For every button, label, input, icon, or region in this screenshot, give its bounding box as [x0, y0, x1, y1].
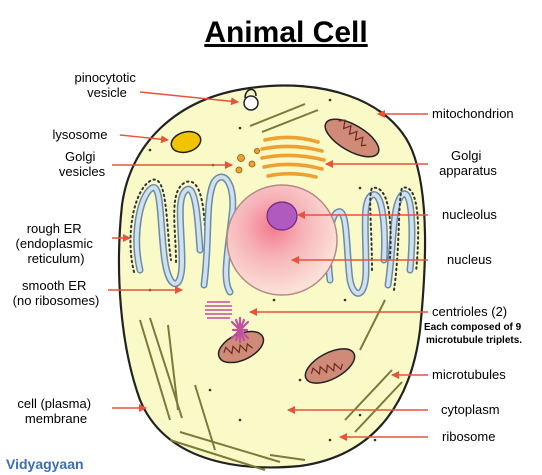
- mitochondrion: [324, 118, 380, 158]
- diagram-title: Animal Cell: [204, 16, 367, 49]
- label-cell-membrane: cell (plasma) membrane: [17, 396, 94, 426]
- centriole-vertical: [230, 316, 250, 344]
- centriole-horizontal: [205, 301, 232, 319]
- microtubules: [139, 103, 403, 471]
- mitochondrion-lower-right: [304, 348, 356, 384]
- lysosome: [170, 130, 202, 154]
- label-golgi-apparatus: Golgi apparatus: [439, 148, 497, 178]
- smooth-er: [200, 173, 237, 296]
- label-cytoplasm: cytoplasm: [441, 402, 500, 417]
- label-rough-er: rough ER (endoplasmic reticulum): [16, 221, 97, 266]
- nucleolus: [266, 201, 298, 231]
- free-ribosomes: [148, 98, 377, 442]
- centrioles: [205, 301, 250, 344]
- label-nucleolus: nucleolus: [442, 207, 497, 222]
- rough-er-right: [324, 186, 420, 297]
- label-mitochondrion: mitochondrion: [432, 106, 514, 121]
- label-ribosome: ribosome: [442, 429, 495, 444]
- nucleus: [226, 184, 338, 296]
- label-pinocytotic-vesicle: pinocytotic vesicle: [74, 70, 139, 100]
- label-centrioles: centrioles (2): [432, 304, 507, 319]
- label-centrioles-note: Each composed of 9 microtubule triplets.: [424, 322, 524, 346]
- label-golgi-vesicles: Golgi vesicles: [59, 149, 106, 179]
- golgi-apparatus: [260, 135, 326, 179]
- label-lysosome: lysosome: [53, 127, 108, 142]
- watermark: Vidyagyaan: [6, 456, 84, 472]
- label-arrows: [108, 91, 428, 441]
- label-nucleus: nucleus: [447, 252, 492, 267]
- label-microtubules: microtubules: [432, 367, 506, 382]
- golgi-vesicles: [235, 147, 260, 174]
- label-smooth-er: smooth ER (no ribosomes): [13, 278, 100, 308]
- pinocytotic-vesicle: [243, 88, 259, 111]
